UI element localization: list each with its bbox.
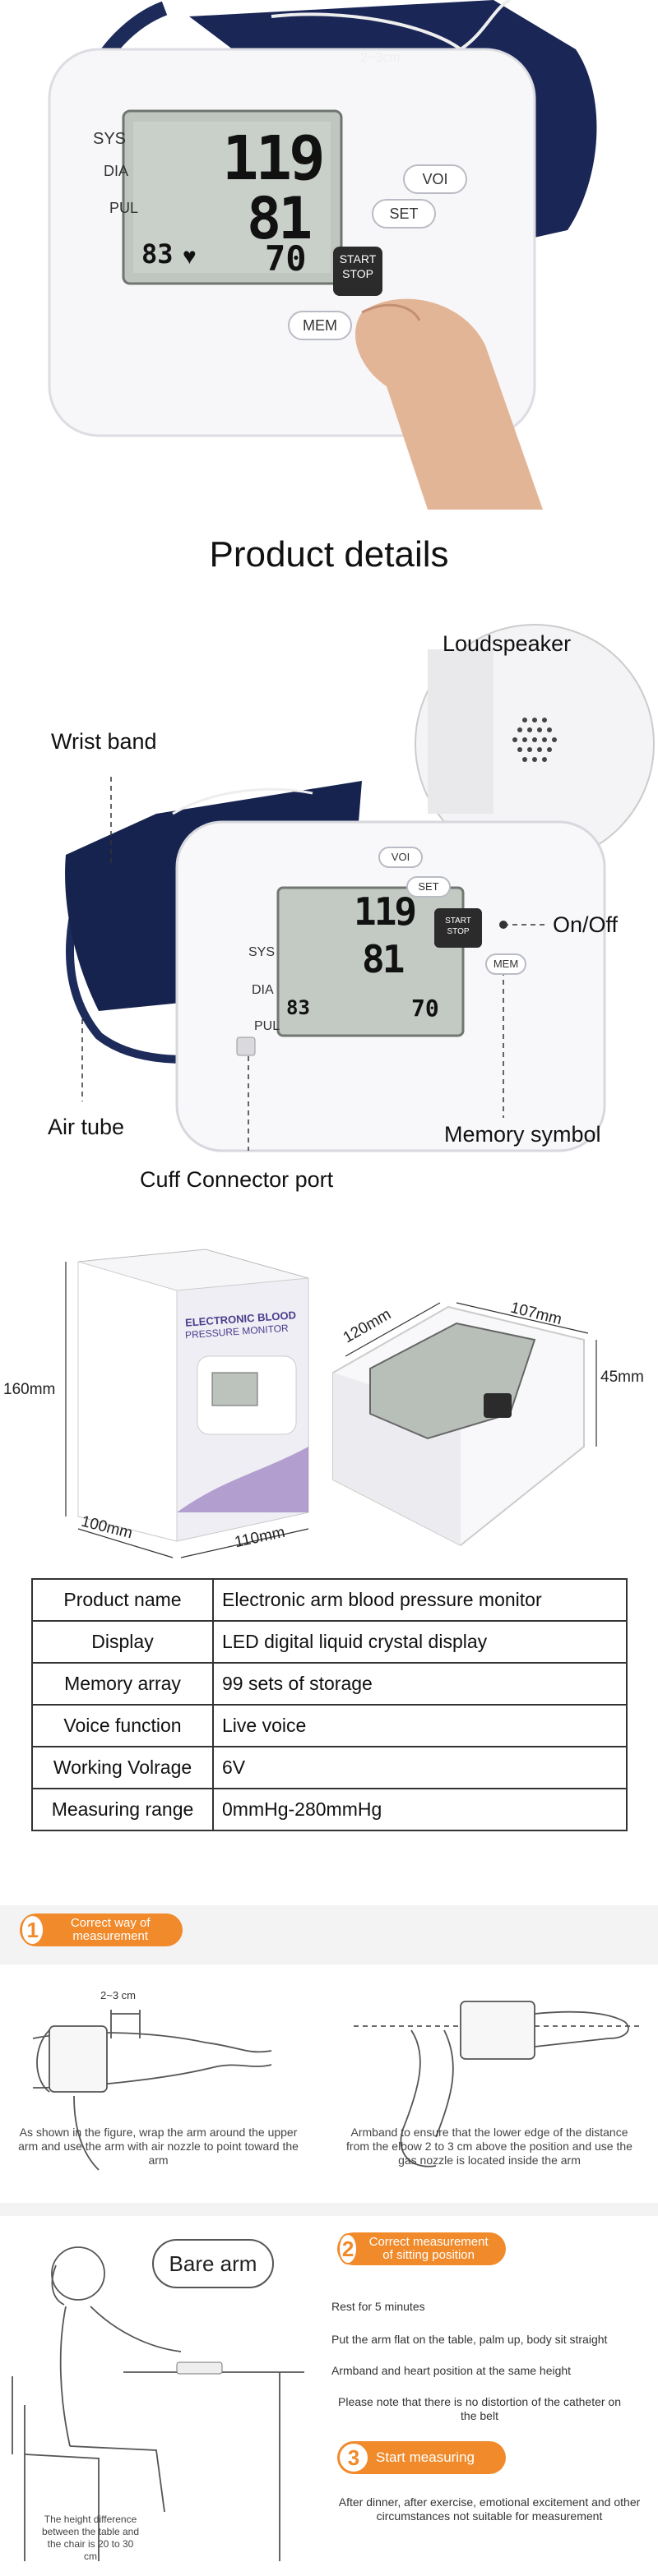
label-pul: PUL [109,200,139,216]
start-note: After dinner, after exercise, emotional … [338,2495,641,2523]
tag-start-measuring: 3 Start measuring [337,2441,506,2474]
caption-right: Armband to ensure that the lower edge of… [346,2126,633,2167]
details-lcd-sys: 119 [354,889,417,934]
arm-drawings [32,2001,642,2171]
bubble-text: Bare arm [169,2251,257,2276]
section-title-details: Product details [209,534,449,575]
spec-key: Product name [31,1578,214,1622]
spec-value: Live voice [212,1704,628,1747]
dim-device-height: 45mm [600,1369,644,1386]
bare-arm-bubble: Bare arm [152,2239,274,2288]
cuff-mark: 2~3cm [360,51,401,65]
callout-loudspeaker: Loudspeaker [443,631,572,656]
lcd-pul: 70 [265,238,307,279]
hero-photo: SYS DIA PUL 119 81 70 83 ♥ VOI SET START… [0,0,658,510]
spec-key: Working Volrage [31,1746,214,1789]
details-set-button[interactable]: SET [406,876,451,898]
lcd-dia: 81 [247,185,313,252]
table-row: Measuring range 0mmHg-280mmHg [31,1788,628,1831]
details-lcd-dia: 81 [362,937,405,981]
table-row: Display LED digital liquid crystal displ… [31,1620,628,1664]
tag-sitting-position: 2 Correct measurement of sitting positio… [337,2232,506,2265]
start-stop-button[interactable]: START STOP [333,247,382,296]
spec-value: 0mmHg-280mmHg [212,1788,628,1831]
arm-drawings-panel: 2~3 cm [0,1964,658,2203]
lcd-sys: 119 [222,123,326,194]
sitting-step-3: Armband and heart position at the same h… [331,2364,572,2377]
sitting-panel: Bare arm The height difference between t… [0,2216,658,2576]
step-number: 2 [338,2233,359,2264]
sitting-step-4: Please note that there is no distortion … [338,2395,621,2422]
height-note: The height difference between the table … [41,2514,140,2562]
dim-box-height: 160mm [3,1381,56,1398]
details-voice-button[interactable]: VOI [378,847,423,868]
sitting-step-1: Rest for 5 minutes [331,2300,425,2313]
arm-measure-label: 2~3 cm [100,1989,136,2001]
sitting-drawing [12,2246,304,2561]
table-row: Voice function Live voice [31,1704,628,1747]
spec-value: 99 sets of storage [212,1662,628,1706]
details-label-sys: SYS [248,945,276,959]
details-start-stop-button[interactable]: START STOP [445,916,471,936]
step-number: 3 [338,2442,369,2473]
hero-illustration [48,0,597,510]
label-dia: DIA [104,163,129,179]
tag-text: Correct measurement of sitting position [368,2235,489,2262]
details-label-pul: PUL [254,1019,280,1033]
spec-key: Memory array [31,1662,214,1706]
table-row: Working Volrage 6V [31,1746,628,1789]
details-illustration [65,624,655,1152]
instructions-section: 1 Correct way of measurement [0,1905,658,2576]
details-memory-button[interactable]: MEM [485,953,526,975]
tag-text: Start measuring [376,2449,475,2465]
sitting-step-2: Put the arm flat on the table, palm up, … [331,2333,608,2346]
details-lcd-pul: 70 [411,995,439,1022]
callout-cuff-port: Cuff Connector port [140,1167,334,1192]
dimensions-illustration [65,1249,597,1558]
callout-on-off: On/Off [553,912,619,937]
callout-wrist-band: Wrist band [51,729,157,754]
heart-icon: ♥ [183,243,197,269]
tag-text: Correct way of measurement [70,1916,151,1943]
lcd-mem: 83 [141,238,174,270]
spec-key: Display [31,1620,214,1664]
tag-correct-way: 1 Correct way of measurement [20,1914,183,1946]
table-row: Product name Electronic arm blood pressu… [31,1578,628,1622]
table-row: Memory array 99 sets of storage [31,1662,628,1706]
specs-table: Product name Electronic arm blood pressu… [31,1578,628,1831]
spec-value: Electronic arm blood pressure monitor [212,1578,628,1622]
spec-value: 6V [212,1746,628,1789]
details-label-dia: DIA [252,983,274,997]
voice-button[interactable]: VOI [403,164,467,194]
memory-button[interactable]: MEM [288,311,352,340]
step-number: 1 [21,1914,45,1946]
caption-left: As shown in the figure, wrap the arm aro… [18,2126,299,2167]
spec-key: Voice function [31,1704,214,1747]
label-sys: SYS [93,130,127,148]
spec-value: LED digital liquid crystal display [212,1620,628,1664]
spec-key: Measuring range [31,1788,214,1831]
callout-air-tube: Air tube [48,1115,125,1139]
callout-memory-symbol: Memory symbol [444,1122,601,1147]
set-button[interactable]: SET [372,199,436,229]
details-lcd-mem: 83 [286,996,310,1019]
